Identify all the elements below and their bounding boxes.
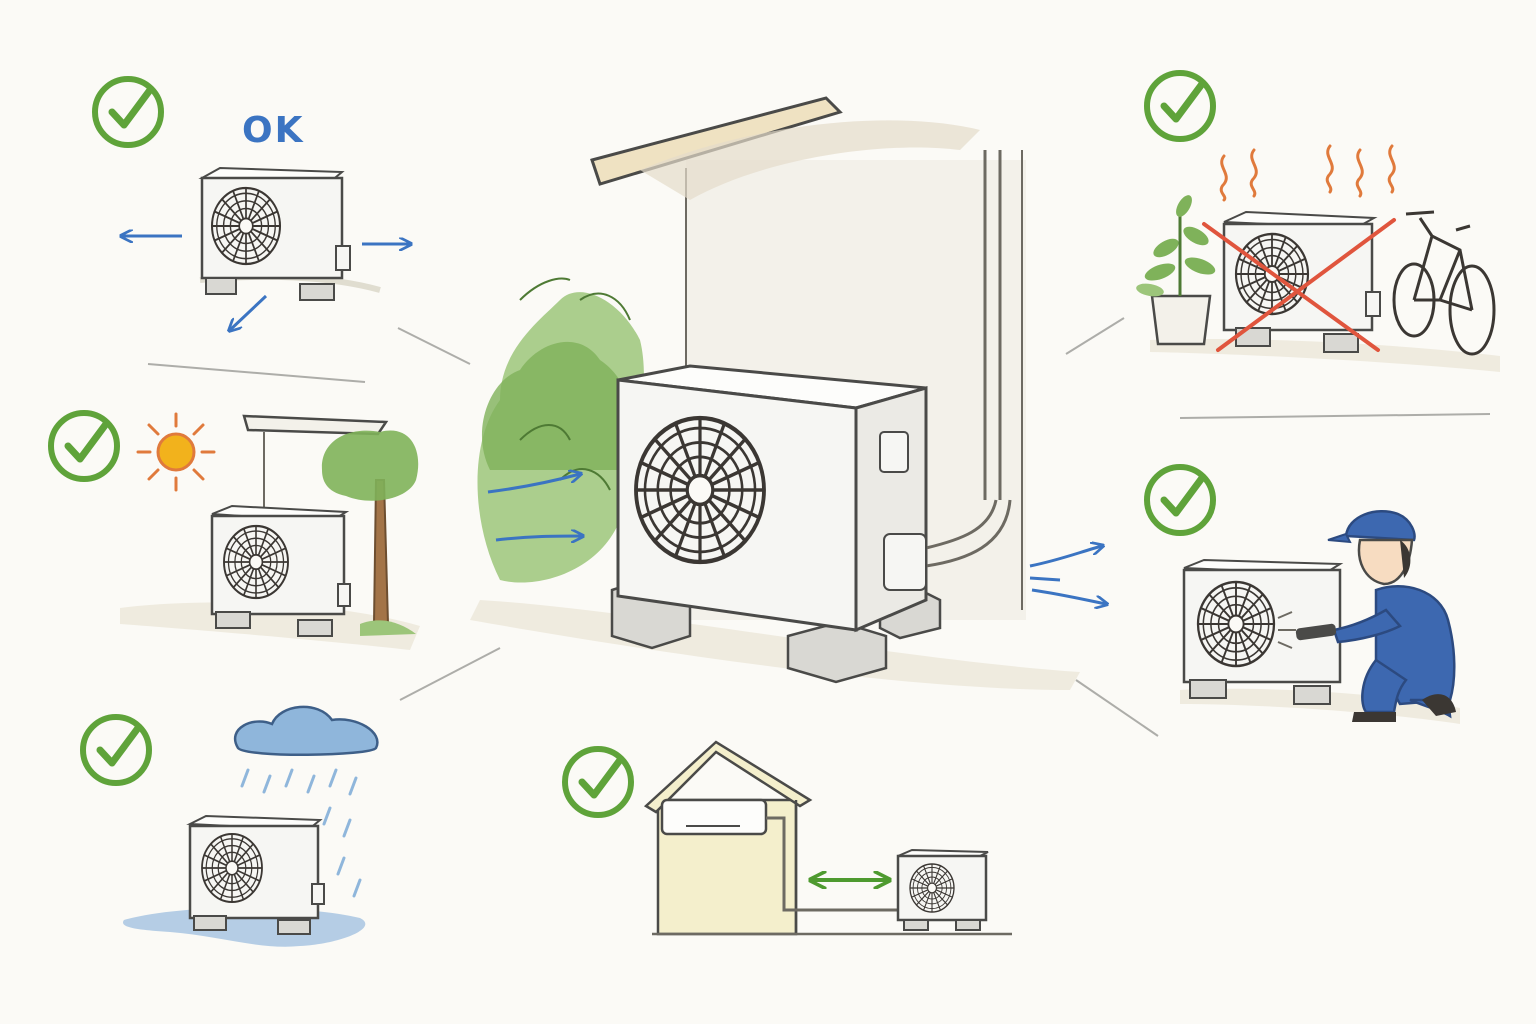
check-circle-icon: [83, 717, 149, 783]
spray-lines: [1277, 611, 1296, 649]
check-circle-icon: [95, 79, 161, 145]
panel-distance: [565, 740, 1012, 936]
refrigerant-pipe: [925, 499, 1012, 568]
small-outdoor-unit: [1182, 558, 1344, 705]
check-circle-icon: [51, 413, 117, 479]
potted-plant-icon: [1136, 195, 1216, 346]
connector-lines: [147, 317, 1491, 737]
check-circle-icon: [565, 749, 631, 815]
central-install-scene: [470, 96, 1106, 690]
rain-cloud-icon: [234, 705, 379, 898]
small-outdoor-unit: [210, 504, 351, 637]
technician-icon: [1295, 509, 1456, 722]
small-outdoor-unit: [186, 814, 325, 935]
drain-pipe: [983, 150, 1002, 500]
ok-label: OK: [242, 110, 305, 151]
bush-icon: [477, 277, 644, 583]
panel-rain: [83, 705, 379, 947]
airflow-intake-arrows: [487, 474, 582, 540]
cross-mark-icon: [1202, 218, 1396, 352]
panel-obstructions: [1136, 73, 1500, 372]
bicycle-icon: [1392, 210, 1496, 356]
roof-eave: [590, 96, 843, 186]
panel-maintenance: [1147, 467, 1460, 724]
check-circle-icon: [1147, 467, 1213, 533]
heat-wave-icon: [1219, 144, 1396, 202]
sun-icon: [136, 412, 216, 492]
clearance-arrows: [122, 236, 410, 330]
small-outdoor-unit: [198, 166, 351, 301]
small-outdoor-unit: [1222, 210, 1381, 353]
tree-icon: [321, 430, 419, 636]
check-circle-icon: [1147, 73, 1213, 139]
main-outdoor-unit: [616, 364, 1012, 633]
indoor-unit: [660, 798, 768, 836]
small-outdoor-unit: [896, 848, 989, 931]
panel-clearance: OK: [95, 79, 410, 330]
panel-shade: [51, 413, 420, 650]
airflow-exhaust-arrows: [1029, 546, 1106, 604]
